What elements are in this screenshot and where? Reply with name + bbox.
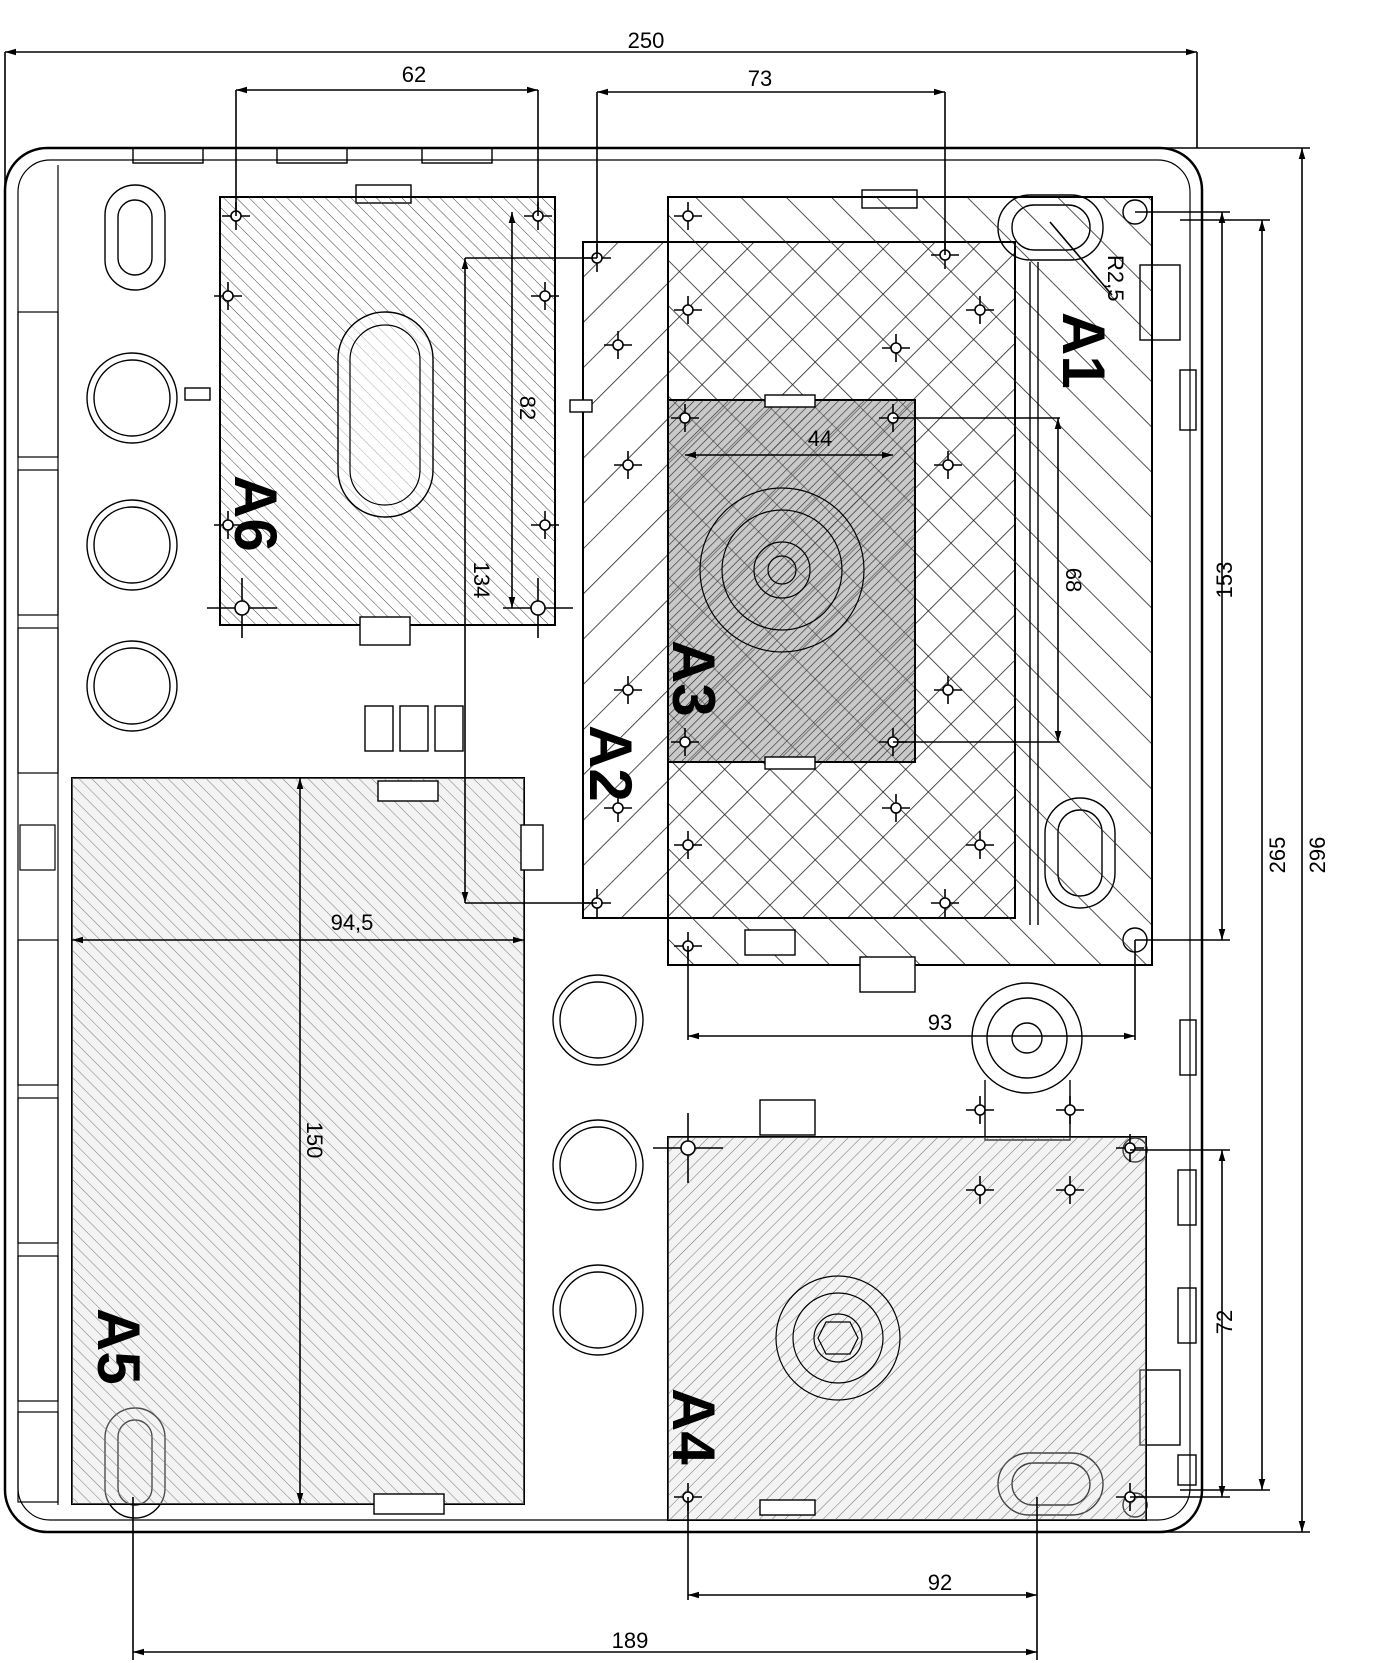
zone-a6 (219, 196, 556, 626)
dim-overall-height: 296 (1305, 837, 1330, 874)
label-a5: A5 (85, 1308, 152, 1385)
zone-a5 (71, 777, 525, 1505)
dim-overall-width: 250 (628, 28, 665, 53)
dimension-lines (4, 48, 1310, 1660)
dimension-labels: 250 62 73 R2,5 82 134 44 68 153 265 296 … (302, 28, 1330, 1653)
dim-a4-width: 92 (928, 1570, 952, 1595)
dim-a3-height: 68 (1061, 568, 1086, 592)
dim-a4-height: 72 (1212, 1310, 1237, 1334)
dim-bottom-span: 189 (612, 1628, 649, 1653)
clips (184, 387, 916, 1516)
left-rail (17, 165, 59, 1505)
dim-a6-width: 62 (402, 62, 426, 87)
dim-radius: R2,5 (1103, 255, 1128, 301)
zone-labels: A1 A2 A3 A4 A5 A6 (85, 312, 1117, 1465)
label-a2: A2 (577, 725, 644, 802)
dim-a5-height: 150 (302, 1122, 327, 1159)
dim-inner-height: 265 (1265, 837, 1290, 874)
dim-a5-width: 94,5 (331, 910, 374, 935)
zone-a4 (667, 1136, 1147, 1521)
label-a6: A6 (222, 475, 289, 552)
dim-a1-width: 93 (928, 1010, 952, 1035)
enclosure (3, 146, 1204, 1534)
label-a3: A3 (660, 640, 727, 717)
dim-a1-height: 153 (1212, 562, 1237, 599)
dim-mount-height: 134 (469, 562, 494, 599)
label-a1: A1 (1050, 312, 1117, 389)
right-clips (1139, 264, 1197, 1486)
dim-a3-width: 44 (808, 426, 832, 451)
mount-crosses (207, 202, 1144, 1511)
label-a4: A4 (660, 1388, 727, 1465)
zone-a3 (667, 399, 916, 763)
dim-a6-height: 82 (515, 396, 540, 420)
dim-a2-width: 73 (748, 66, 772, 91)
